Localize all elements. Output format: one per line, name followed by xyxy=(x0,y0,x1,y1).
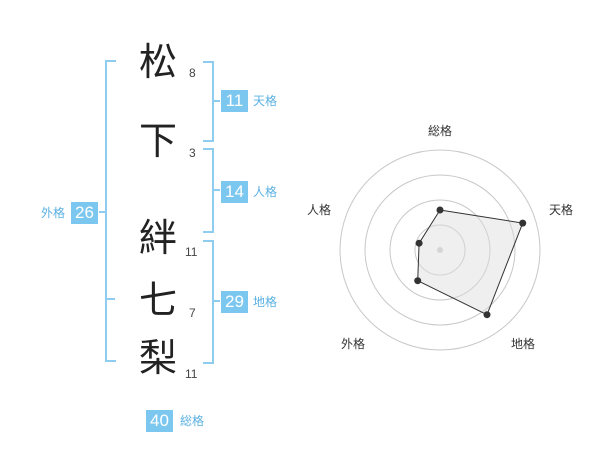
radar-axis-label-soukaku: 総格 xyxy=(428,124,453,138)
chikaku-value: 29 xyxy=(221,291,248,313)
jinkaku-value: 14 xyxy=(221,181,248,203)
radar-point-5 xyxy=(415,239,423,247)
stroke-count-3: 11 xyxy=(185,245,198,259)
soukaku-value: 40 xyxy=(146,410,173,432)
radar-axis-label-tenkaku: 天格 xyxy=(549,203,574,217)
tenkaku-tick xyxy=(213,100,220,102)
gaikaku-tick xyxy=(99,211,106,213)
radar-ring-3 xyxy=(364,174,516,326)
chikaku-label: 地格 xyxy=(253,295,278,309)
gaikaku-bracket xyxy=(105,60,116,362)
radar-axis-label-jinkaku: 人格 xyxy=(307,203,332,217)
radar-ring-2 xyxy=(389,199,491,301)
gaikaku-value: 26 xyxy=(71,202,98,224)
tenkaku-label: 天格 xyxy=(253,94,278,108)
tenkaku-value: 11 xyxy=(221,90,248,112)
radar-point-4 xyxy=(414,277,422,285)
radar-axis-label-chikaku: 地格 xyxy=(511,337,536,351)
chikaku-bracket xyxy=(203,240,214,364)
jinkaku-label: 人格 xyxy=(253,185,278,199)
radar-center-dot xyxy=(437,247,443,253)
name-char-4: 七 xyxy=(139,278,178,322)
name-char-3: 絆 xyxy=(139,216,178,260)
stroke-count-5: 11 xyxy=(185,367,198,381)
gaikaku-inner-tick xyxy=(107,298,115,300)
stroke-count-2: 3 xyxy=(189,146,196,160)
chikaku-tick xyxy=(213,300,220,302)
radar-point-1 xyxy=(436,206,444,214)
radar-series-polygon xyxy=(417,209,524,316)
radar-point-2 xyxy=(519,219,527,227)
radar-ring-4 xyxy=(339,149,541,351)
radar-point-3 xyxy=(483,311,491,319)
soukaku-label: 総格 xyxy=(180,414,205,428)
radar-ring-1 xyxy=(414,224,466,276)
stroke-count-1: 8 xyxy=(189,66,196,80)
name-char-2: 下 xyxy=(139,119,178,163)
jinkaku-tick xyxy=(213,189,220,191)
name-char-1: 松 xyxy=(139,40,178,84)
radar-axis-label-gaikaku: 外格 xyxy=(341,337,366,351)
stroke-count-4: 7 xyxy=(189,306,196,320)
name-char-5: 梨 xyxy=(139,336,178,380)
gaikaku-label: 外格 xyxy=(41,206,66,220)
